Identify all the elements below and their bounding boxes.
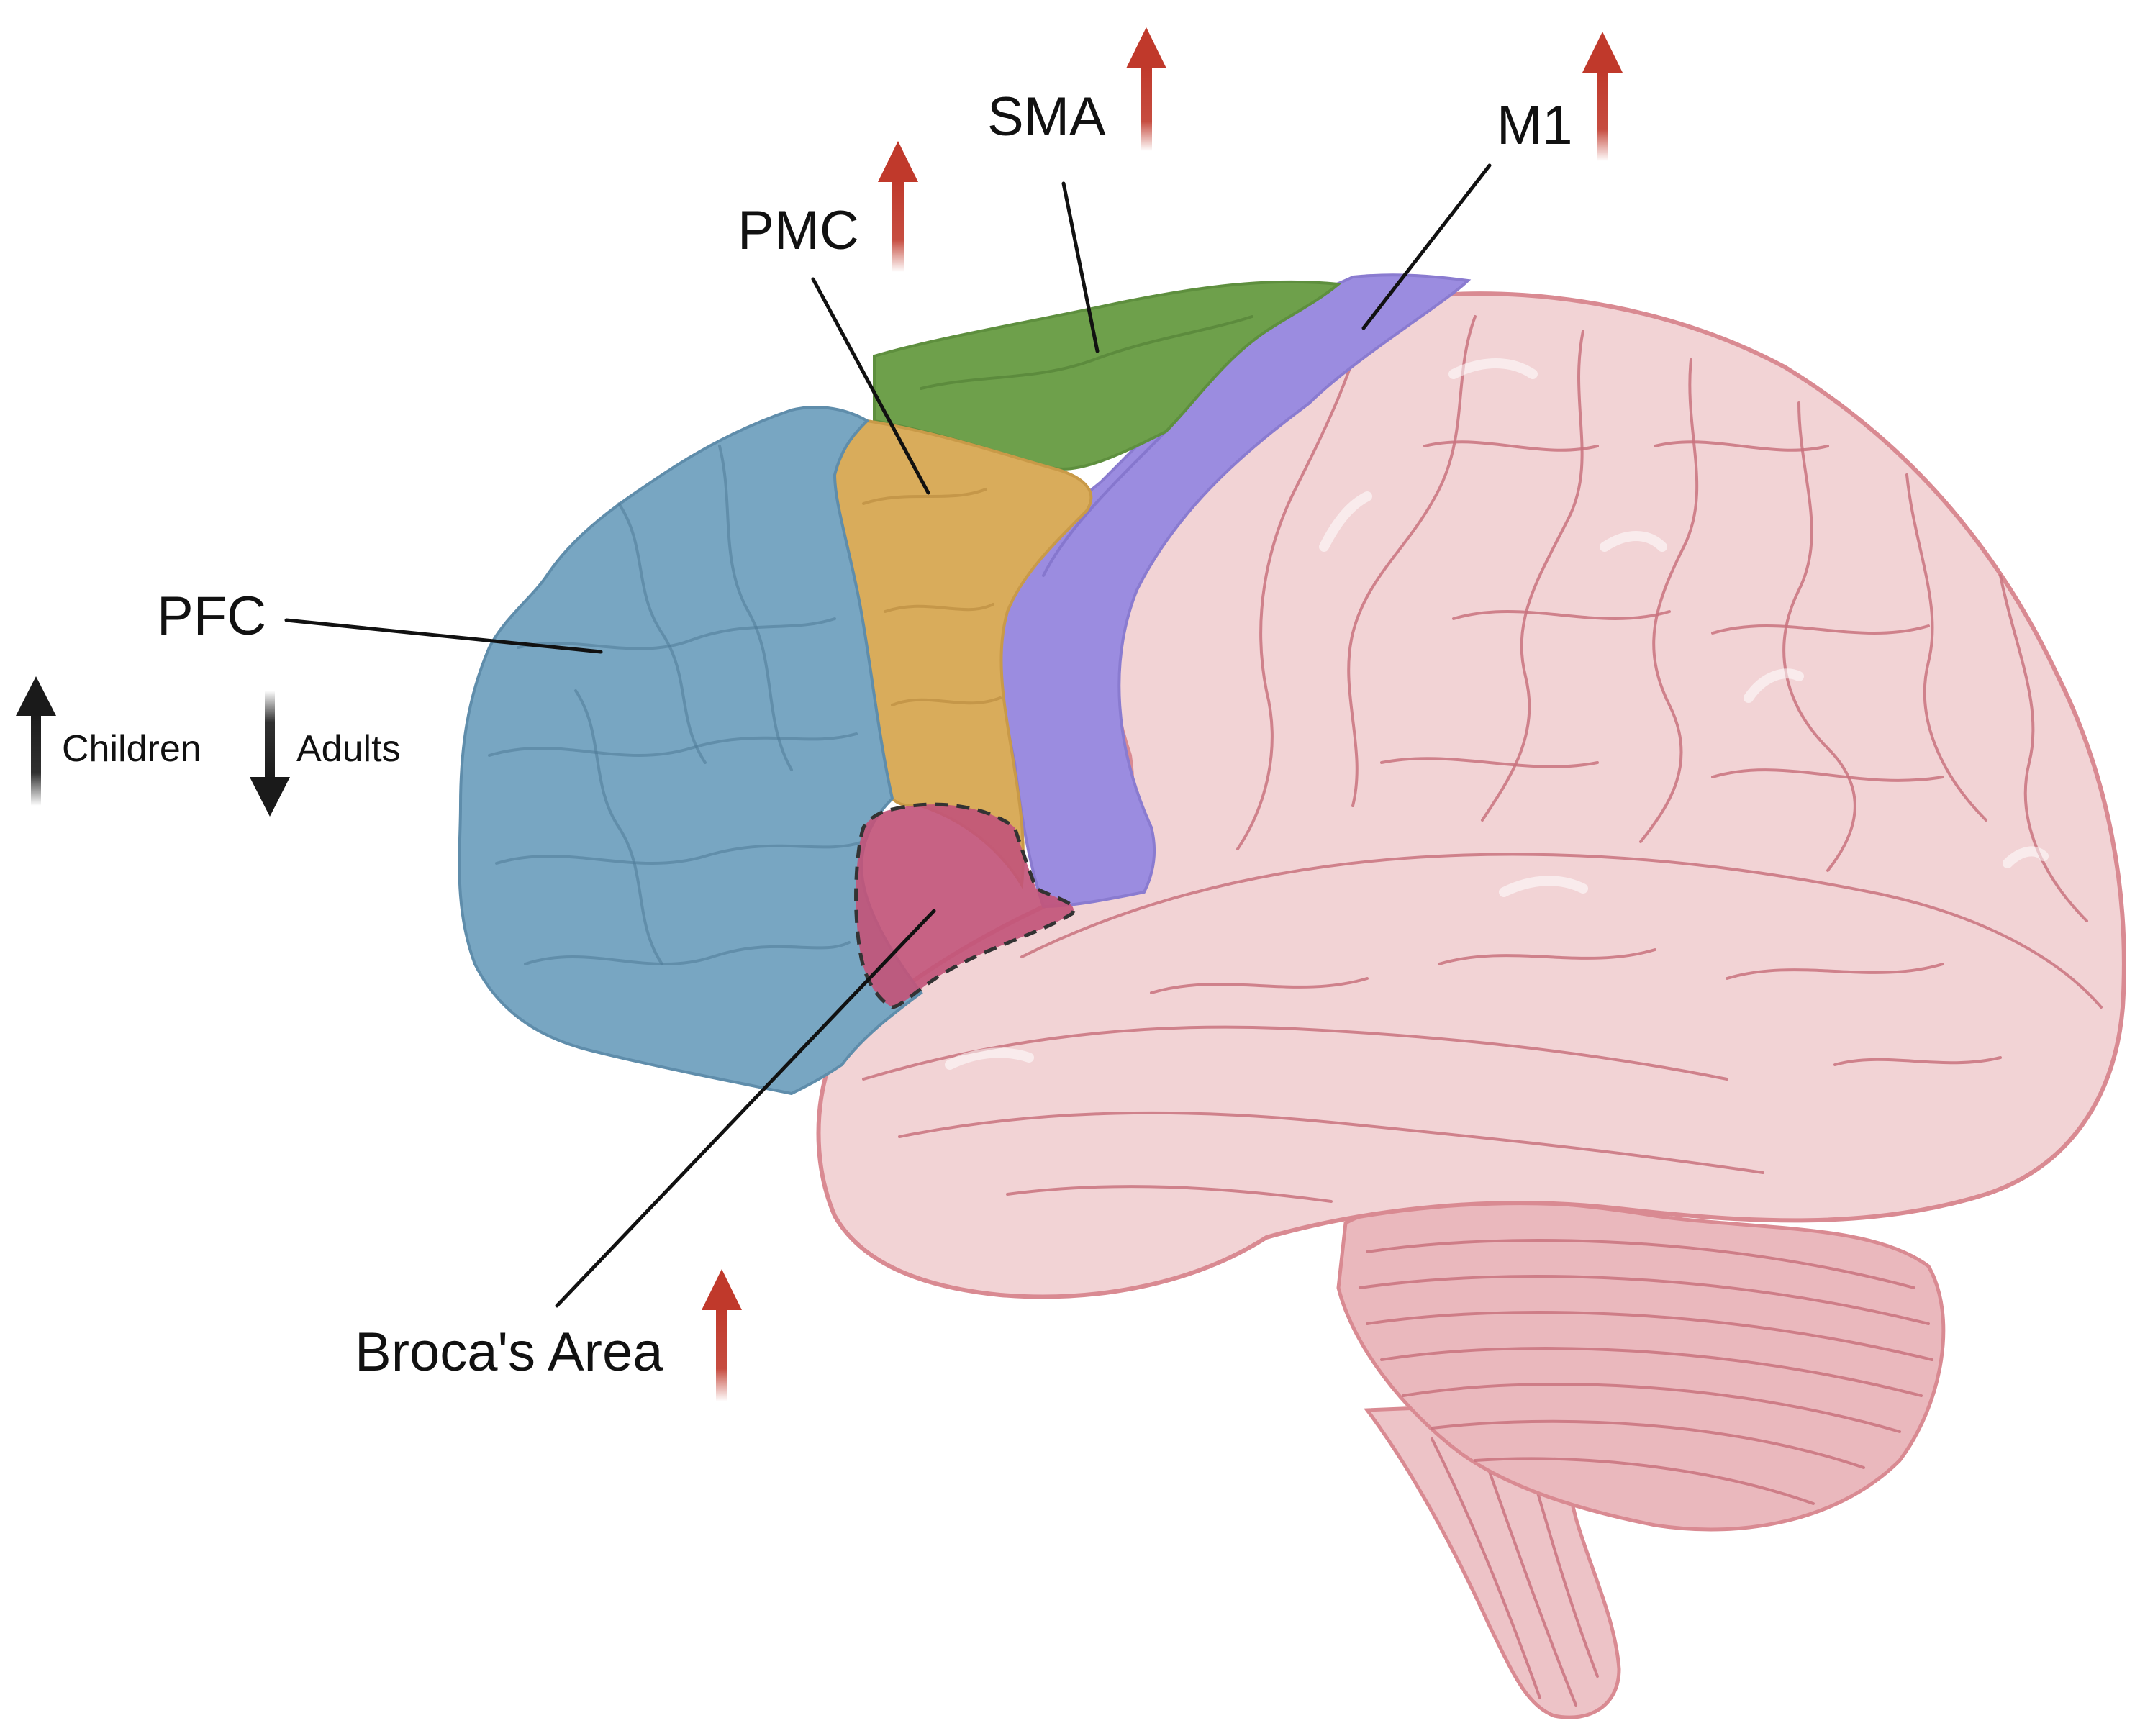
label-broca: Broca's Area bbox=[355, 1322, 663, 1383]
pfc-gyri bbox=[488, 445, 865, 965]
increase-arrow-broca bbox=[702, 1269, 742, 1401]
increase-arrow-m1 bbox=[1582, 32, 1623, 161]
leader-pmc bbox=[811, 277, 930, 495]
arrow-children-up bbox=[16, 676, 56, 806]
label-m1: M1 bbox=[1497, 95, 1573, 156]
region-broca bbox=[854, 802, 1076, 1009]
label-sma: SMA bbox=[987, 86, 1106, 147]
increase-arrow-pmc bbox=[878, 141, 918, 272]
label-children: Children bbox=[62, 728, 201, 770]
label-adults: Adults bbox=[296, 728, 401, 770]
arrow-adults-down bbox=[250, 691, 290, 817]
label-pfc: PFC bbox=[157, 586, 266, 647]
leader-broca bbox=[555, 909, 936, 1308]
leader-sma bbox=[1061, 181, 1100, 353]
cerebellum bbox=[1336, 1199, 1946, 1532]
leader-pfc bbox=[284, 618, 603, 654]
region-pfc bbox=[458, 405, 923, 1096]
leader-m1 bbox=[1361, 163, 1492, 330]
increase-arrow-sma bbox=[1126, 27, 1166, 151]
label-pmc: PMC bbox=[738, 200, 859, 261]
